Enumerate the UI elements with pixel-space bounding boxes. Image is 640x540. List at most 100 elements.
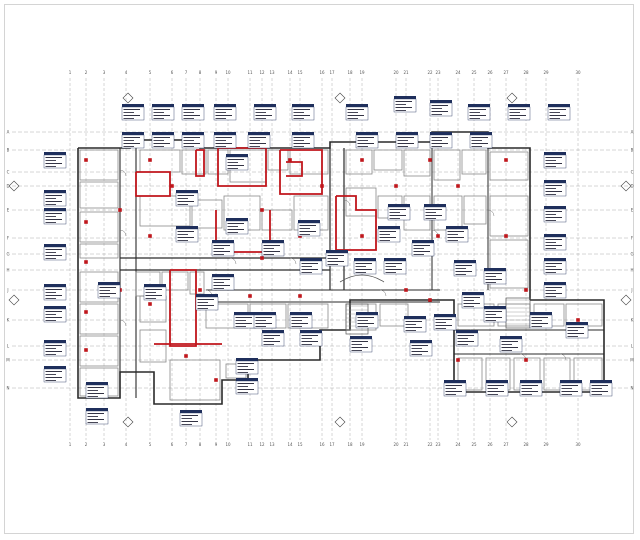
structural-column	[456, 358, 460, 362]
room-tag	[455, 330, 479, 347]
grid-label-top: 6	[171, 70, 174, 75]
room-tag	[181, 104, 205, 121]
grid-label-top: 20	[393, 70, 399, 75]
room-tag-header	[486, 380, 508, 383]
room-tag-body	[291, 106, 315, 121]
room-tag-body	[43, 342, 67, 357]
room-tag	[43, 244, 67, 261]
room-tag-header	[44, 208, 66, 211]
room-tag-body	[469, 134, 493, 149]
room-tag	[483, 268, 507, 285]
grid-label-bottom: 12	[259, 442, 265, 447]
room-tag	[433, 314, 457, 331]
grid-label-right: N	[631, 386, 634, 391]
grid-label-right: D	[630, 184, 633, 189]
grid-label-bottom: 2	[85, 442, 88, 447]
room-outline	[345, 187, 377, 217]
structural-column	[298, 294, 302, 298]
room-outline	[267, 149, 289, 171]
room-tag-header	[236, 358, 258, 361]
grid-label-bottom: 27	[503, 442, 509, 447]
room-tag-header	[44, 366, 66, 369]
grid-label-right: L	[631, 344, 634, 349]
room-tag-body	[443, 382, 467, 397]
room-tag-body	[355, 134, 379, 149]
grid-label-bottom: 24	[455, 442, 461, 447]
room-tag-header	[544, 180, 566, 183]
structural-column	[504, 158, 508, 162]
room-tag-header	[44, 284, 66, 287]
grid-label-top: 2	[85, 70, 88, 75]
room-tag-body	[325, 252, 349, 267]
room-outline	[345, 149, 373, 175]
room-tag	[235, 378, 259, 395]
room-tag	[507, 104, 531, 121]
grid-label-left: D	[6, 184, 9, 189]
grid-label-top: 7	[185, 70, 188, 75]
section-marker	[620, 180, 632, 192]
room-tag-header	[176, 190, 198, 193]
room-tag-header	[544, 282, 566, 285]
room-tag-body	[43, 286, 67, 301]
grid-label-top: 30	[575, 70, 581, 75]
room-tag-body	[213, 134, 237, 149]
room-tag-header	[122, 132, 144, 135]
grid-label-top: 11	[247, 70, 253, 75]
grid-label-right: F	[631, 236, 634, 241]
room-tag-body	[151, 134, 175, 149]
room-tag	[483, 306, 507, 323]
room-tag	[151, 104, 175, 121]
room-tag-body	[235, 360, 259, 375]
room-tag-header	[226, 154, 248, 157]
room-tag	[383, 258, 407, 275]
room-tag-header	[226, 218, 248, 221]
room-tag-body	[461, 294, 485, 309]
section-marker	[122, 92, 134, 104]
room-tag-header	[44, 190, 66, 193]
grid-label-top: 14	[287, 70, 293, 75]
room-tag-body	[43, 368, 67, 383]
grid-labels: 1122334455667788991010111112121313141415…	[6, 70, 634, 447]
room-tag-header	[212, 274, 234, 277]
room-tag	[289, 312, 313, 329]
grid-label-top: 4	[125, 70, 128, 75]
section-marker	[8, 294, 20, 306]
room-tags	[43, 96, 613, 427]
room-tag-body	[543, 284, 567, 299]
room-tag	[175, 226, 199, 243]
room-tag	[353, 258, 377, 275]
structural-column	[360, 158, 364, 162]
room-tag-header	[180, 410, 202, 413]
room-tag	[411, 240, 435, 257]
grid-label-top: 16	[319, 70, 325, 75]
grid-label-left: K	[7, 318, 10, 323]
room-tag	[225, 218, 249, 235]
room-outline	[181, 149, 207, 175]
grid-label-right: J	[630, 288, 632, 293]
grid-label-top: 19	[359, 70, 365, 75]
room-tag-header	[214, 104, 236, 107]
grid-label-left: E	[7, 208, 10, 213]
section-marker	[506, 416, 518, 428]
room-tag-body	[543, 182, 567, 197]
room-tag	[195, 294, 219, 311]
grid-label-bottom: 14	[287, 442, 293, 447]
room-tag	[429, 100, 453, 117]
section-marker	[334, 92, 346, 104]
room-tag-body	[543, 260, 567, 275]
structural-column	[360, 234, 364, 238]
room-tag-header	[262, 240, 284, 243]
grid-label-top: 28	[523, 70, 529, 75]
room-tag-header	[346, 104, 368, 107]
highlighted-room-outline	[135, 171, 171, 197]
room-tag	[247, 132, 271, 149]
room-tag-body	[43, 192, 67, 207]
grid-label-bottom: 16	[319, 442, 325, 447]
room-tag-header	[446, 226, 468, 229]
room-tag-body	[43, 210, 67, 225]
room-tag-body	[529, 314, 553, 329]
structural-column	[288, 158, 292, 162]
grid-label-right: A	[631, 130, 634, 135]
room-tag-header	[356, 312, 378, 315]
